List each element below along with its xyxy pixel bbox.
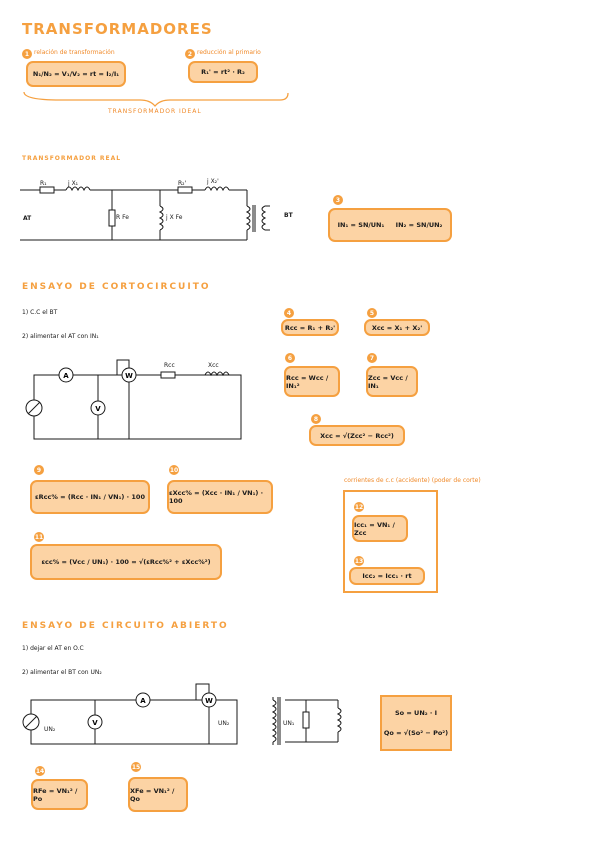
ca-ammeter-letter: A (140, 697, 146, 705)
formula-so: So = UN₂ · I (394, 709, 438, 717)
cc-xcc-coil (204, 371, 230, 377)
label-xfe: j X Fe (166, 214, 183, 221)
heading-ca: ENSAYO DE CIRCUITO ABIERTO (22, 621, 229, 631)
brace-ideal (23, 91, 289, 108)
ca-meters (22, 692, 217, 731)
formula-qo: Qo = √(So² − Po²) (383, 729, 449, 737)
badge-12: 12 (354, 502, 364, 512)
formula-8: Xcc = √(Zcc² − Rcc²) (309, 425, 405, 446)
cc-wattmeter-letter: W (125, 372, 133, 380)
ca-step-1: 1) dejar el AT en O.C (22, 645, 84, 652)
formula-9: εRcc% = (Rcc · IN₁ / VN₁) · 100 (30, 480, 150, 514)
formula-7-text: Zcc = Vcc / IN₁ (368, 373, 408, 390)
label-r2: R₂' (178, 180, 187, 187)
label-at: AT (23, 215, 32, 222)
label-relacion: relación de transformación (34, 49, 115, 56)
formula-2-text: R₁' = rt² · R₂ (201, 68, 245, 76)
formula-1-text: N₁/N₂ = V₁/V₂ = rt = I₂/I₁ (32, 70, 120, 78)
label-un2-out: UN₂ (218, 720, 230, 727)
label-r1: R₁ (40, 180, 47, 187)
formula-4: Rcc = R₁ + R₂' (281, 319, 339, 336)
formula-box-so-qo: So = UN₂ · I Qo = √(So² − Po²) (380, 695, 452, 751)
formula-12-text: Icc₁ = VN₁ / Zcc (354, 520, 395, 537)
cc-step-1: 1) C.C el BT (22, 309, 58, 316)
heading-cc: ENSAYO DE CORTOCIRCUITO (22, 282, 211, 292)
formula-10: εXcc% = (Xcc · IN₁ / VN₁) · 100 (167, 480, 273, 514)
formula-8-text: Xcc = √(Zcc² − Rcc²) (320, 431, 394, 440)
badge-3: 3 (333, 195, 343, 205)
formula-2: R₁' = rt² · R₂ (188, 61, 258, 83)
formula-9-text: εRcc% = (Rcc · IN₁ / VN₁) · 100 (35, 493, 145, 501)
cc-voltmeter-letter: V (95, 405, 101, 413)
formula-15-text: XFe = VN₁² / Qo (130, 786, 175, 803)
heading-real: TRANSFORMADOR REAL (22, 155, 122, 162)
formula-11-text: εcc% = (Vcc / UN₁) · 100 = √(εRcc%² + εX… (41, 558, 211, 566)
formula-3: IN₁ = SN/UN₁ IN₂ = SN/UN₂ (328, 208, 452, 242)
badge-14: 14 (35, 766, 45, 776)
formula-5-text: Xcc = X₁ + X₂' (371, 323, 423, 332)
label-x2: j X₂' (207, 178, 219, 185)
formula-14-text: RFe = VN₁² / Po (33, 786, 78, 803)
formula-6: Rcc = Wcc / IN₁² (284, 366, 340, 397)
caption-ideal: TRANSFORMADOR IDEAL (108, 108, 202, 115)
ca-circuit (30, 683, 342, 745)
formula-14: RFe = VN₁² / Po (31, 779, 88, 810)
formula-12: Icc₁ = VN₁ / Zcc (352, 515, 408, 542)
label-x1: j X₁ (68, 180, 79, 187)
badge-2: 2 (185, 49, 195, 59)
formula-10-text: εXcc% = (Xcc · IN₁ / VN₁) · 100 (169, 489, 264, 505)
cc-step-2: 2) alimentar el AT con IN₁ (22, 333, 99, 340)
cc-source (25, 367, 176, 417)
ca-voltmeter-letter: V (92, 719, 98, 727)
formula-5: Xcc = X₁ + X₂' (364, 319, 430, 336)
formula-6-text: Rcc = Wcc / IN₁² (286, 373, 329, 390)
formula-1: N₁/N₂ = V₁/V₂ = rt = I₂/I₁ (26, 61, 126, 87)
label-xcc: Xcc (208, 362, 219, 369)
label-bt: BT (284, 212, 293, 219)
accident-frame (343, 490, 438, 593)
badge-8: 8 (311, 414, 321, 424)
ca-wattmeter-letter: W (205, 697, 213, 705)
ca-step-2: 2) alimentar el BT con UN₂ (22, 669, 102, 676)
real-circuit (20, 186, 270, 241)
label-un1: UN₁ (283, 720, 295, 727)
label-reduccion: reducción al primario (197, 49, 261, 56)
cc-ammeter-letter: A (63, 372, 69, 380)
badge-10: 10 (169, 465, 179, 475)
label-rfe: R Fe (116, 214, 129, 221)
badge-11: 11 (34, 532, 44, 542)
formula-13: Icc₂ = Icc₁ · rt (349, 567, 425, 585)
badge-5: 5 (367, 308, 377, 318)
badge-9: 9 (34, 465, 44, 475)
badge-13: 13 (354, 556, 364, 566)
accident-title: corrientes de c.c (accidente) (poder de … (344, 477, 481, 484)
label-un2-source: UN₂ (44, 726, 56, 733)
page-title: TRANSFORMADORES (22, 20, 213, 38)
badge-15: 15 (131, 762, 141, 772)
formula-11: εcc% = (Vcc / UN₁) · 100 = √(εRcc%² + εX… (30, 544, 222, 580)
formula-13-text: Icc₂ = Icc₁ · rt (362, 572, 412, 580)
badge-4: 4 (284, 308, 294, 318)
badge-7: 7 (367, 353, 377, 363)
label-rcc: Rcc (164, 362, 175, 369)
formula-4-text: Rcc = R₁ + R₂' (284, 323, 336, 332)
badge-6: 6 (285, 353, 295, 363)
badge-1: 1 (22, 49, 32, 59)
formula-7: Zcc = Vcc / IN₁ (366, 366, 418, 397)
formula-3-text: IN₁ = SN/UN₁ IN₂ = SN/UN₂ (337, 221, 443, 229)
formula-15: XFe = VN₁² / Qo (128, 777, 188, 812)
